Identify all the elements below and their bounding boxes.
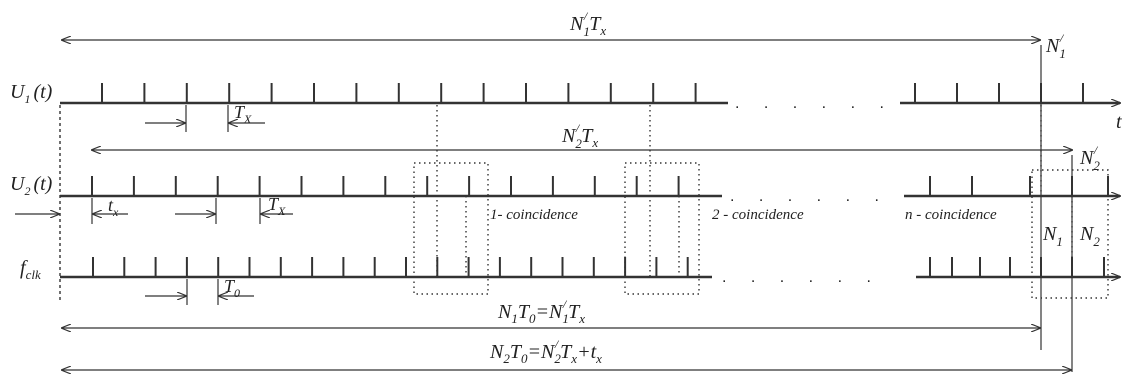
u1-label: U1(t): [10, 81, 53, 106]
coincidence-n-box: [1031, 169, 1109, 299]
coincidence-n-label: n - coincidence: [905, 207, 997, 223]
u2-label: U2(t): [10, 173, 53, 198]
u2-ellipsis: . . . . . .: [730, 188, 889, 205]
coincidence-2-label: 2 - coincidence: [712, 207, 804, 223]
tx2-label: TX: [268, 194, 286, 218]
u1-pulses: [101, 83, 1084, 103]
n1-prime-tx-label: N1/Tx: [569, 9, 606, 39]
u1-ellipsis: . . . . . .: [735, 95, 894, 112]
fclk-pulses: [92, 257, 1105, 277]
u2-pulses: [91, 176, 1109, 196]
n1-prime-right-label: N1/: [1045, 31, 1066, 61]
t-axis-label: t: [1116, 111, 1122, 133]
fclk-label: fclk: [20, 257, 41, 282]
coincidence-1-label: 1- coincidence: [490, 207, 578, 223]
fclk-ellipsis: . . . . . .: [722, 269, 881, 286]
n2-prime-right-label: N2/: [1079, 143, 1100, 173]
t0-label: T0: [224, 276, 240, 300]
n1t0-equation: N1T0=N1/Tx: [497, 297, 585, 326]
n1-box-label: N1: [1042, 223, 1063, 249]
n2t0-equation: N2T0=N2/Tx+tx: [489, 337, 602, 366]
tx-small-label: tx: [108, 195, 119, 219]
n2-box-label: N2: [1079, 223, 1100, 249]
tx1-label: TX: [234, 102, 252, 126]
coincidence-1-box: [413, 162, 489, 295]
n2-prime-tx-label: N2/Tx: [561, 121, 598, 151]
